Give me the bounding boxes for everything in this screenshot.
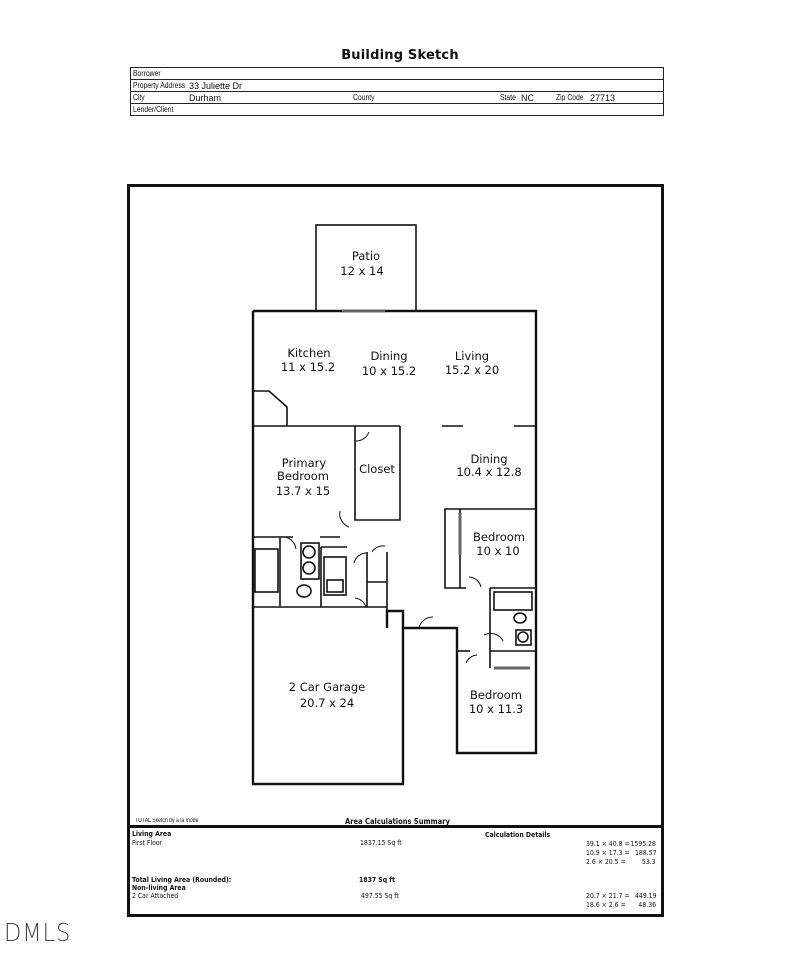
city-label: City xyxy=(133,92,145,102)
zip-value: 27713 xyxy=(590,93,616,103)
property-info-table: Borrower Property Address 33 Juliette Dr… xyxy=(130,67,664,116)
room-dims: 11 x 15.2 xyxy=(281,360,335,374)
room-dims: 13.7 x 15 xyxy=(276,484,330,498)
garage-value: 497.55 Sq ft xyxy=(361,892,399,900)
property-address-row: Property Address 33 Juliette Dr xyxy=(131,80,663,92)
room-dims: 12 x 14 xyxy=(340,264,383,278)
county-label: County xyxy=(353,92,375,102)
lender-row: Lender/Client xyxy=(131,104,663,115)
state-label: State xyxy=(500,92,516,102)
summary-divider xyxy=(127,825,661,828)
borrower-label: Borrower xyxy=(133,68,161,78)
summary-heading: Area Calculations Summary xyxy=(345,817,450,826)
dmls-watermark: DMLS xyxy=(4,918,72,947)
city-value: Durham xyxy=(189,93,222,103)
first-floor-label: First Floor xyxy=(132,839,163,847)
room-name: Dining xyxy=(370,349,407,363)
non-living-label: Non-living Area xyxy=(132,884,186,892)
room-name: 2 Car Garage xyxy=(289,680,366,694)
summary-title-bar: TOTAL Sketch by a la mode Area Calculati… xyxy=(127,814,661,826)
city-row: City Durham County State NC Zip Code 277… xyxy=(131,92,663,104)
calc-result: 449.19 xyxy=(634,892,656,900)
room-dims: 10 x 11.3 xyxy=(469,702,523,716)
property-address-value: 33 Juliette Dr xyxy=(189,81,243,91)
calc-expr: 18.6 × 2.6 = xyxy=(586,901,626,909)
room-name: Bedroom xyxy=(473,530,525,544)
borrower-row: Borrower xyxy=(131,68,663,80)
calc-result: 1595.28 xyxy=(630,840,656,848)
property-address-label: Property Address xyxy=(133,80,186,90)
room-name: Primary xyxy=(282,456,327,470)
room-name: Living xyxy=(455,349,489,363)
room-dims: 20.7 x 24 xyxy=(300,696,354,710)
calc-details-label: Calculation Details xyxy=(485,831,551,839)
lender-label: Lender/Client xyxy=(133,104,174,114)
room-name: Closet xyxy=(359,462,395,476)
room-name: Bedroom xyxy=(470,688,522,702)
total-living-label: Total Living Area (Rounded): xyxy=(132,876,232,884)
calc-expr: 2.6 × 20.5 = xyxy=(586,858,626,866)
calc-expr: 20.7 × 21.7 = xyxy=(586,892,630,900)
state-value: NC xyxy=(521,93,534,103)
page-title: Building Sketch xyxy=(341,48,459,63)
room-name: Kitchen xyxy=(287,346,330,360)
zip-label: Zip Code xyxy=(556,92,584,102)
calc-result: 53.3 xyxy=(642,858,656,866)
total-living-value: 1837 Sq ft xyxy=(359,876,395,884)
room-dims: 15.2 x 20 xyxy=(445,363,499,377)
living-area-label: Living Area xyxy=(132,830,172,838)
calc-result: 188.57 xyxy=(634,849,656,857)
area-calculations-summary: Living Area First Floor 1837.15 Sq ft Ca… xyxy=(130,828,658,910)
room-dims: 10.4 x 12.8 xyxy=(456,465,521,479)
room-name: Patio xyxy=(352,249,380,263)
room-name-line2: Bedroom xyxy=(277,469,329,483)
sketch-frame xyxy=(127,184,664,917)
room-dims: 10 x 10 xyxy=(476,544,519,558)
calc-expr: 10.9 × 17.3 = xyxy=(586,849,630,857)
room-dims: 10 x 15.2 xyxy=(362,364,416,378)
first-floor-value: 1837.15 Sq ft xyxy=(360,839,402,847)
calc-expr: 39.1 × 40.8 = xyxy=(586,840,630,848)
calc-result: 48.36 xyxy=(638,901,656,909)
room-name: Dining xyxy=(470,452,507,466)
software-credit: TOTAL Sketch by a la mode xyxy=(135,818,199,824)
garage-label: 2 Car Attached xyxy=(132,892,179,900)
